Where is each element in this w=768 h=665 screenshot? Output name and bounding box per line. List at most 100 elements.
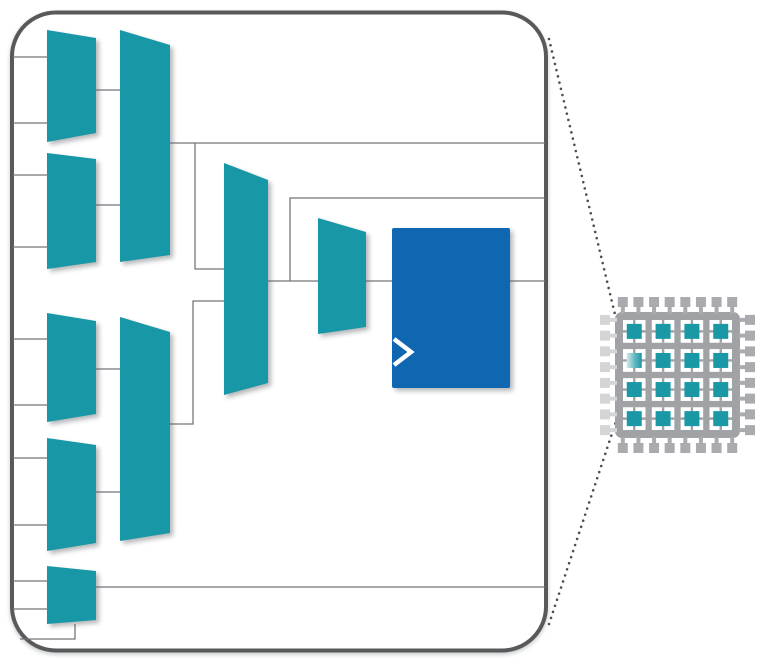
layer-1b xyxy=(47,153,96,269)
layer-2b xyxy=(120,317,170,541)
chip-pin-left xyxy=(600,409,610,420)
chip-pin-stem xyxy=(698,307,703,314)
chip-pin-stem xyxy=(667,437,672,444)
chip-pin-top xyxy=(695,297,706,307)
chip-pin-right xyxy=(745,393,755,404)
chip-pin-right xyxy=(745,330,755,341)
chip-pin-stem xyxy=(683,437,688,444)
chip-pin-stem xyxy=(739,349,746,354)
chip-pin-stem xyxy=(683,307,688,314)
chip-pin-bottom xyxy=(617,443,628,453)
layer-1a xyxy=(47,30,96,142)
chevron-right-icon xyxy=(392,337,415,367)
chip-pin-stem xyxy=(739,365,746,370)
chip-pin-stem xyxy=(610,333,617,338)
chip-pin-bottom xyxy=(711,443,722,453)
chip-core xyxy=(684,352,700,368)
chip-pin-left xyxy=(600,377,610,388)
chip-pin-left xyxy=(600,346,610,357)
chip-pin-top xyxy=(633,297,644,307)
chip-pin-right xyxy=(745,346,755,357)
chip-core xyxy=(684,382,700,398)
chip-pin-stem xyxy=(714,437,719,444)
input-stub-routed xyxy=(20,624,76,640)
chip-pin-stem xyxy=(620,437,625,444)
chip-pin-left xyxy=(600,362,610,373)
link-2b-3 xyxy=(170,300,224,425)
chip-core xyxy=(713,382,729,398)
chip-pin-right xyxy=(745,377,755,388)
link-2a-3 xyxy=(194,143,224,270)
chip-pin-top xyxy=(664,297,675,307)
chip-core xyxy=(655,411,671,427)
chip-pin-right xyxy=(745,425,755,436)
chip-pin-left xyxy=(600,314,610,325)
chip-icon xyxy=(600,297,755,453)
chip-pin-stem xyxy=(620,307,625,314)
chip-pin-stem xyxy=(667,307,672,314)
layer-4 xyxy=(318,218,366,334)
chip-core xyxy=(684,323,700,339)
chip-pin-left xyxy=(600,393,610,404)
layer-2a xyxy=(120,30,170,262)
layer-1d xyxy=(47,438,96,551)
chip-core xyxy=(655,323,671,339)
chip-core xyxy=(713,323,729,339)
chip-pin-stem xyxy=(610,317,617,322)
chip-pin-top xyxy=(711,297,722,307)
chip-core-faded xyxy=(626,352,642,368)
chip-pin-bottom xyxy=(727,443,738,453)
chip-pin-top xyxy=(727,297,738,307)
chip-pin-stem xyxy=(636,307,641,314)
chip-pin-bottom xyxy=(633,443,644,453)
chip-pin-bottom xyxy=(680,443,691,453)
network-layers xyxy=(47,30,510,624)
chip-pin-stem xyxy=(730,437,735,444)
layer-1c xyxy=(47,313,96,422)
chip-core xyxy=(713,411,729,427)
chip-core xyxy=(655,352,671,368)
chip-pin-right xyxy=(745,409,755,420)
chip-pin-bottom xyxy=(649,443,660,453)
chip-pin-stem xyxy=(698,437,703,444)
chip-pin-right xyxy=(745,314,755,325)
layer-1e xyxy=(47,566,96,624)
chip-core xyxy=(713,352,729,368)
chip-pin-stem xyxy=(652,437,657,444)
chip-pin-bottom xyxy=(695,443,706,453)
chip-pin-stem xyxy=(739,317,746,322)
chip-pin-stem xyxy=(730,307,735,314)
chip-pin-bottom xyxy=(664,443,675,453)
layer-3 xyxy=(224,163,268,395)
chip-core xyxy=(626,411,642,427)
chip-pin-stem xyxy=(610,365,617,370)
chip-pin-stem xyxy=(636,437,641,444)
chip-core xyxy=(684,411,700,427)
chip-pin-top xyxy=(617,297,628,307)
chip-core xyxy=(626,382,642,398)
chip-pin-stem xyxy=(739,380,746,385)
chip-pin-top xyxy=(649,297,660,307)
chip-pin-left xyxy=(600,330,610,341)
zoom-line-top xyxy=(547,37,631,375)
chip-pin-stem xyxy=(610,428,617,433)
chip-pin-left xyxy=(600,425,610,436)
link-3-right xyxy=(289,197,545,281)
chip-pin-stem xyxy=(610,380,617,385)
chip-pin-stem xyxy=(714,307,719,314)
chip-pin-stem xyxy=(739,412,746,417)
connector-lines xyxy=(13,56,545,640)
chip-pin-stem xyxy=(652,307,657,314)
chip-pin-top xyxy=(680,297,691,307)
chip-body xyxy=(615,312,740,438)
chip-core xyxy=(655,382,671,398)
chip-pin-stem xyxy=(610,412,617,417)
chip-pin-stem xyxy=(610,396,617,401)
chip-pin-stem xyxy=(610,349,617,354)
chip-pin-stem xyxy=(739,396,746,401)
output-block xyxy=(392,228,510,388)
chip-pin-stem xyxy=(739,428,746,433)
chip-pin-right xyxy=(745,362,755,373)
